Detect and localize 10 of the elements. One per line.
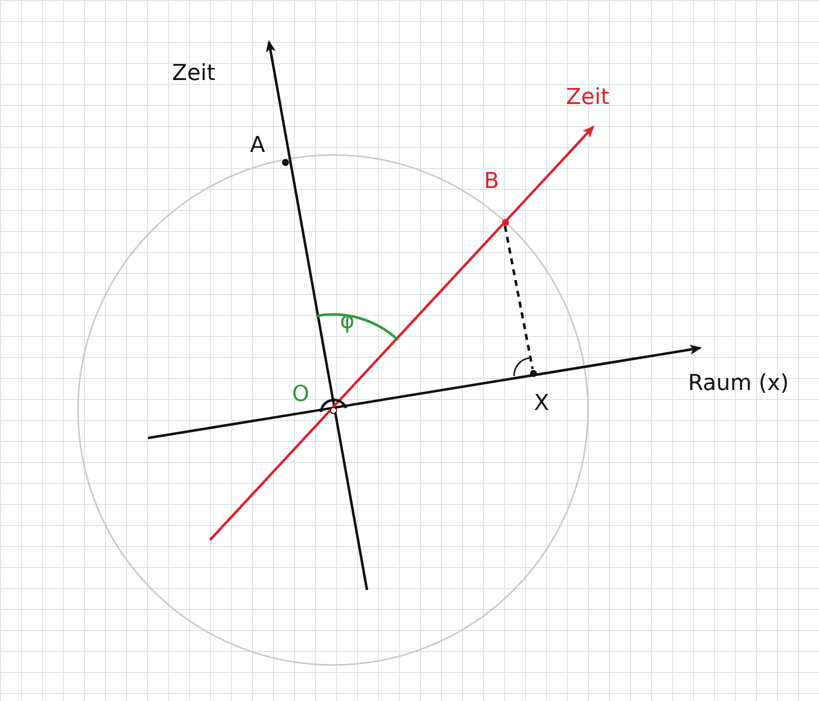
dashed-line (504, 226, 534, 370)
point-label: O (292, 383, 310, 407)
point-label: X (534, 392, 550, 416)
axis-label: Zeit (566, 86, 610, 110)
point-label: B (484, 170, 500, 194)
labelled-point (290, 383, 338, 415)
axis-label: Zeit (172, 62, 216, 86)
point-label: A (250, 134, 266, 158)
angle-label: φ (340, 310, 355, 334)
axis-label: Raum (x) (688, 372, 789, 396)
